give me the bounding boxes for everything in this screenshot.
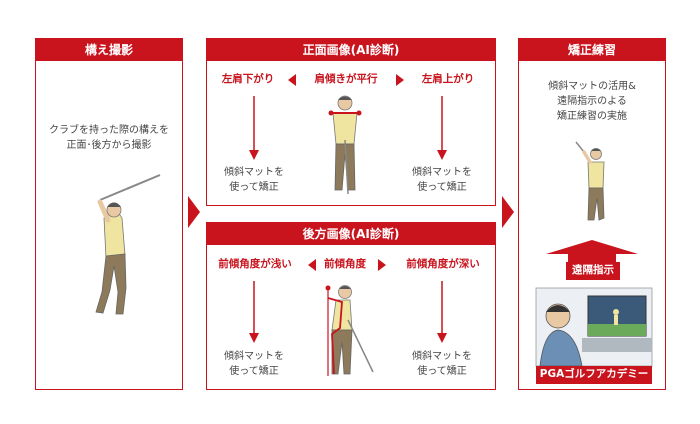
flow-arrow-2	[502, 196, 514, 228]
setup-description-line2: 正面･後方から撮影	[66, 140, 152, 151]
rear-left-fix-line1: 傾斜マットを	[224, 351, 284, 362]
label-left-shoulder-up: 左肩上がり	[421, 73, 475, 85]
setup-description-line1: クラブを持った際の構えを	[49, 125, 169, 136]
practice-description-line1: 傾斜マットの活用&	[548, 81, 636, 92]
remote-instruction-label: 遠隔指示	[572, 264, 614, 276]
panel-setup-capture: 構え撮影 クラブを持った際の構えを 正面･後方から撮影	[35, 38, 183, 390]
front-left-fix-line2: 使って矯正	[229, 182, 279, 193]
label-tilt-shallow: 前傾角度が浅い	[218, 258, 292, 270]
golfer-swing-illustration	[95, 174, 161, 315]
panel-title: 後方画像(AI診断)	[207, 223, 495, 245]
rear-right-fix-line1: 傾斜マットを	[412, 351, 472, 362]
golfer-front-view-illustration	[328, 95, 362, 195]
up-arrow-icon	[546, 240, 638, 268]
academy-badge	[536, 366, 652, 384]
golfer-rear-view-illustration	[325, 285, 374, 376]
rear-left-fix-line2: 使って矯正	[229, 366, 279, 377]
front-right-fix-line2: 使って矯正	[417, 182, 467, 193]
front-diagnosis-arrows	[249, 74, 447, 160]
rear-diagnosis-arrows	[249, 259, 447, 343]
flow-arrow-1	[188, 196, 200, 228]
label-tilt-deep: 前傾角度が深い	[406, 258, 480, 270]
practice-description-line2: 遠隔指示のよる	[557, 96, 627, 107]
front-right-fix-line1: 傾斜マットを	[412, 167, 472, 178]
practice-description-line3: 矯正練習の実施	[557, 111, 627, 122]
panel-title: 正面画像(AI診断)	[207, 39, 495, 61]
label-tilt-angle: 前傾角度	[324, 258, 366, 270]
golfer-practice-illustration	[575, 141, 605, 221]
label-shoulders-parallel: 肩傾きが平行	[314, 73, 378, 85]
panel-title: 矯正練習	[519, 39, 665, 61]
remote-instruction-badge	[566, 262, 620, 280]
coach-monitor-illustration	[535, 287, 653, 367]
front-left-fix-line1: 傾斜マットを	[224, 167, 284, 178]
label-left-shoulder-down: 左肩下がり	[221, 73, 275, 85]
academy-label: PGAゴルフアカデミー	[539, 368, 649, 380]
panel-title: 構え撮影	[36, 39, 182, 61]
rear-right-fix-line2: 使って矯正	[417, 366, 467, 377]
